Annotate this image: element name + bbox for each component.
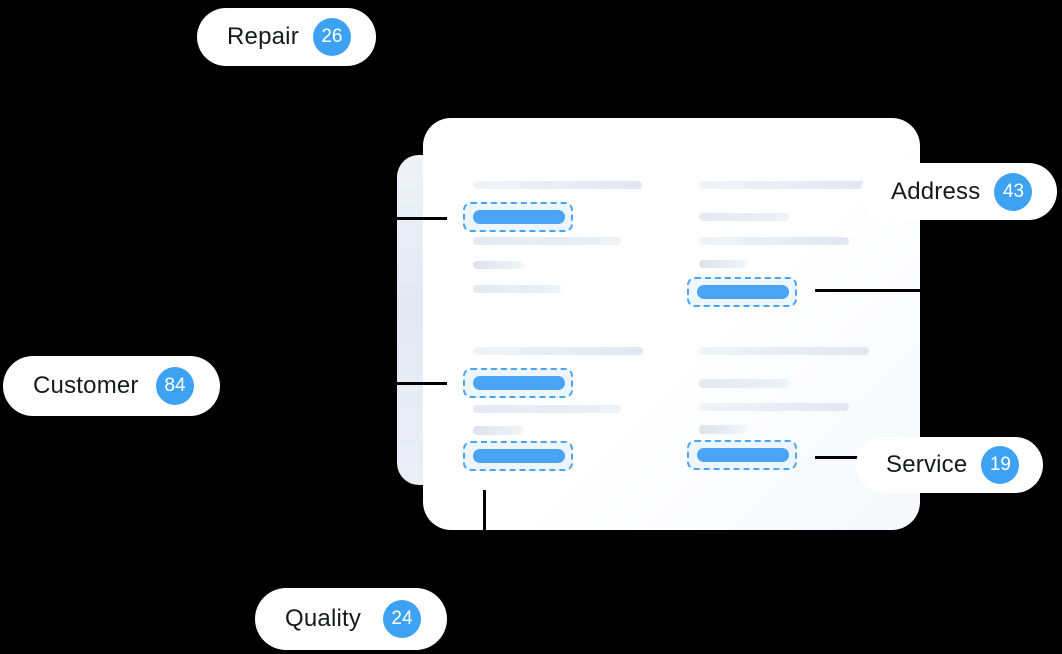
tag-customer-label: Customer	[33, 372, 139, 399]
tag-address-label: Address	[891, 177, 981, 205]
connector-quality-line	[483, 490, 486, 590]
tag-service-label: Service	[886, 451, 968, 478]
text-line-skeleton	[699, 181, 869, 189]
text-line-skeleton	[473, 405, 621, 413]
highlighted-text-pill	[697, 448, 789, 462]
tag-service-count-badge: 19	[981, 446, 1020, 484]
highlighted-text-pill	[473, 210, 565, 224]
text-line-skeleton	[699, 425, 747, 434]
text-line-skeleton	[699, 347, 869, 355]
highlight-address[interactable]	[687, 277, 797, 307]
text-line-skeleton	[699, 237, 849, 245]
text-line-skeleton	[699, 260, 748, 268]
text-line-skeleton	[473, 347, 643, 355]
connector-address-line	[815, 289, 920, 292]
text-line-skeleton	[699, 213, 789, 221]
text-line-skeleton	[473, 237, 621, 245]
tag-repair-label: Repair	[227, 23, 299, 50]
tag-quality-label: Quality	[285, 605, 362, 632]
tag-address[interactable]: Address 43	[861, 163, 1057, 220]
tag-service[interactable]: Service 19	[856, 437, 1043, 493]
tag-quality[interactable]: Quality 24	[255, 588, 447, 650]
highlighted-text-pill	[473, 376, 565, 390]
tag-customer[interactable]: Customer 84	[3, 356, 220, 416]
highlight-quality[interactable]	[463, 441, 573, 471]
highlight-service[interactable]	[687, 440, 797, 470]
tag-address-count-badge: 43	[994, 172, 1033, 211]
text-line-skeleton	[473, 261, 524, 269]
connector-customer-line	[222, 382, 447, 385]
highlight-repair[interactable]	[463, 202, 573, 232]
text-line-skeleton	[473, 426, 524, 435]
tag-quality-count-badge: 24	[383, 600, 421, 638]
connector-repair-line	[396, 217, 447, 220]
text-line-skeleton	[699, 403, 849, 411]
text-line-skeleton	[699, 379, 789, 388]
document-card	[423, 118, 920, 530]
highlighted-text-pill	[473, 449, 565, 463]
tag-repair-count-badge: 26	[312, 18, 351, 56]
text-line-skeleton	[473, 181, 642, 189]
text-line-skeleton	[473, 285, 561, 293]
highlight-customer[interactable]	[463, 368, 573, 398]
highlighted-text-pill	[697, 285, 789, 299]
tag-customer-count-badge: 84	[156, 367, 194, 405]
tag-repair[interactable]: Repair 26	[197, 8, 376, 66]
connector-service-line	[815, 456, 861, 459]
